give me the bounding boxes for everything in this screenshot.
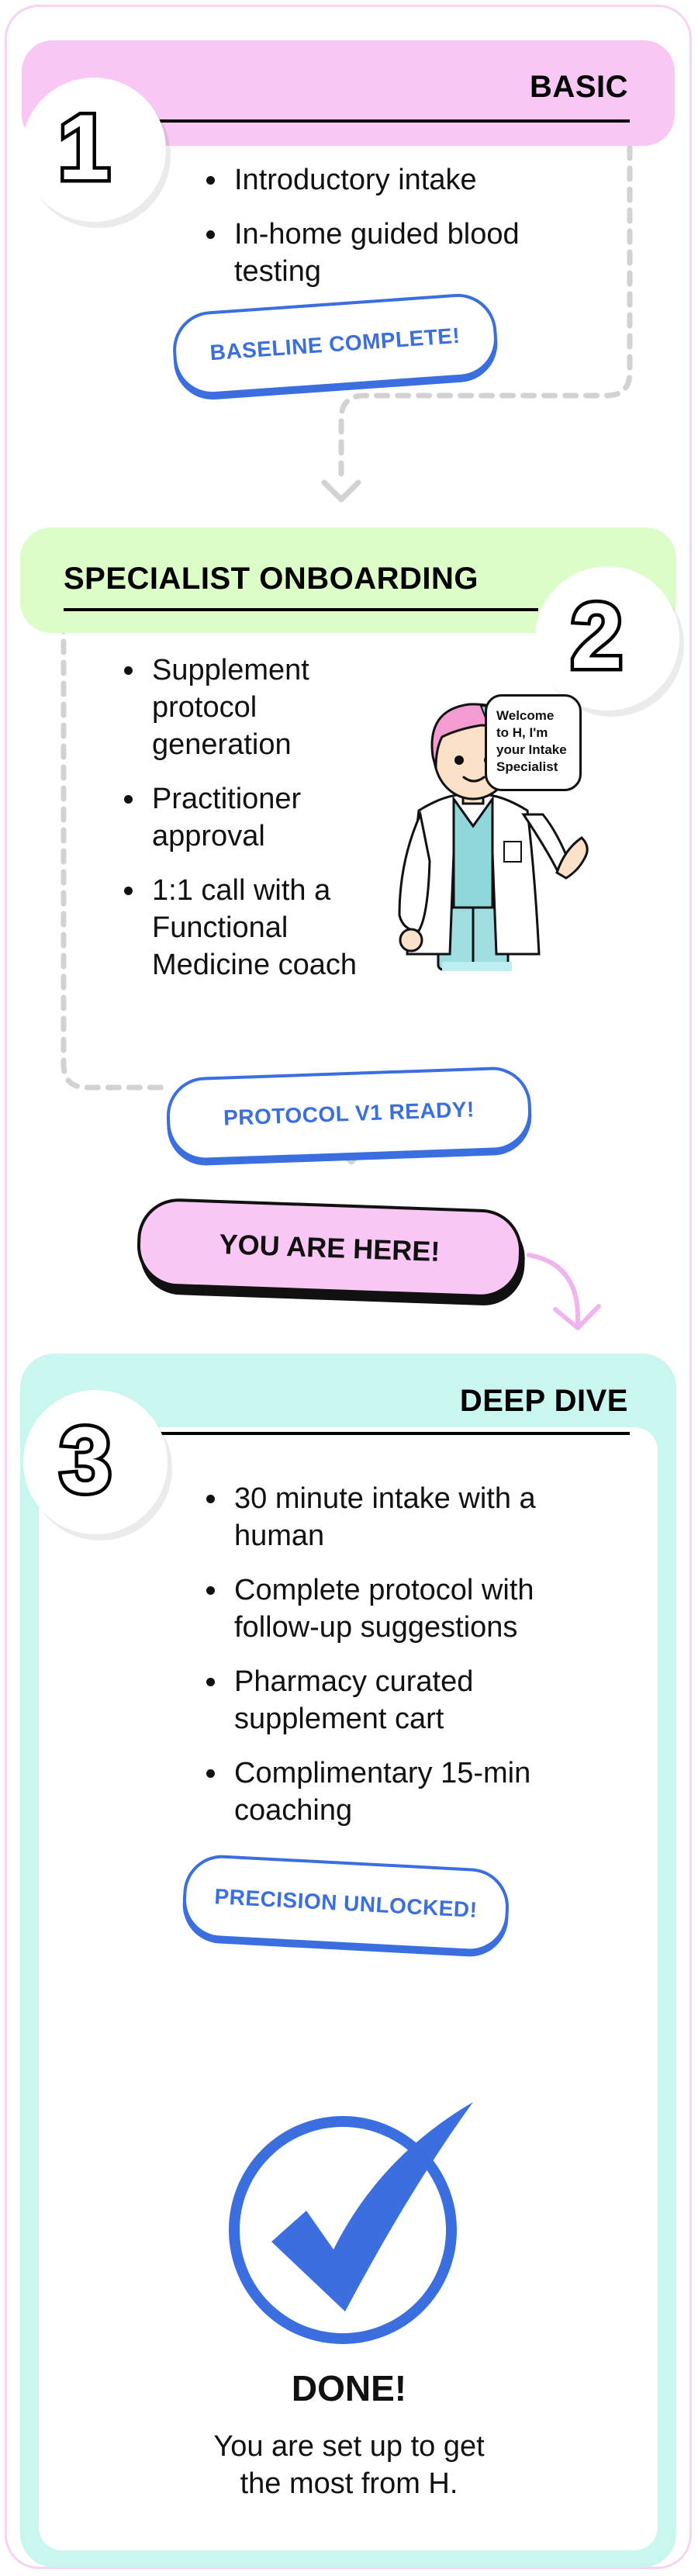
milestone-badge: PRECISION UNLOCKED! [181,1853,510,1954]
step-number: 1 [58,101,110,194]
current-position-marker: YOU ARE HERE! [136,1197,524,1298]
list-item: Practitioner approval [118,780,374,855]
step-item-list: Supplement protocol generation Practitio… [118,652,374,1001]
list-item: Introductory intake [200,161,603,199]
header-underline [64,608,538,611]
list-item: Complete protocol with follow-up suggest… [200,1572,603,1646]
step-number: 2 [571,590,623,683]
list-item: Supplement protocol generation [118,652,374,763]
step-title: DEEP DIVE [460,1384,628,1419]
step-item-list: Introductory intake In-home guided blood… [200,161,603,307]
curved-arrow-icon [529,1255,599,1328]
chevron-down-icon [324,482,358,500]
list-item: 30 minute intake with a human [200,1480,603,1554]
step-title: SPECIALIST ONBOARDING [64,562,479,596]
step-item-list: 30 minute intake with a human Complete p… [200,1480,603,1846]
done-title: DONE! [0,2367,698,2409]
header-underline [155,119,630,123]
step-title: BASIC [530,70,628,105]
header-underline [155,1432,630,1435]
checkmark-circle-icon [217,2087,496,2350]
speech-bubble: Welcome to H, I'm your Intake Specialist [485,694,582,791]
list-item: 1:1 call with a Functional Medicine coac… [118,872,374,984]
milestone-badge: PROTOCOL V1 READY! [165,1066,532,1162]
list-item: Complimentary 15-min coaching [200,1755,603,1829]
list-item: Pharmacy curated supplement cart [200,1663,603,1738]
step-number: 3 [60,1413,112,1506]
done-text: You are set up to get the most from H. [194,2428,504,2502]
list-item: In-home guided blood testing [200,216,603,290]
